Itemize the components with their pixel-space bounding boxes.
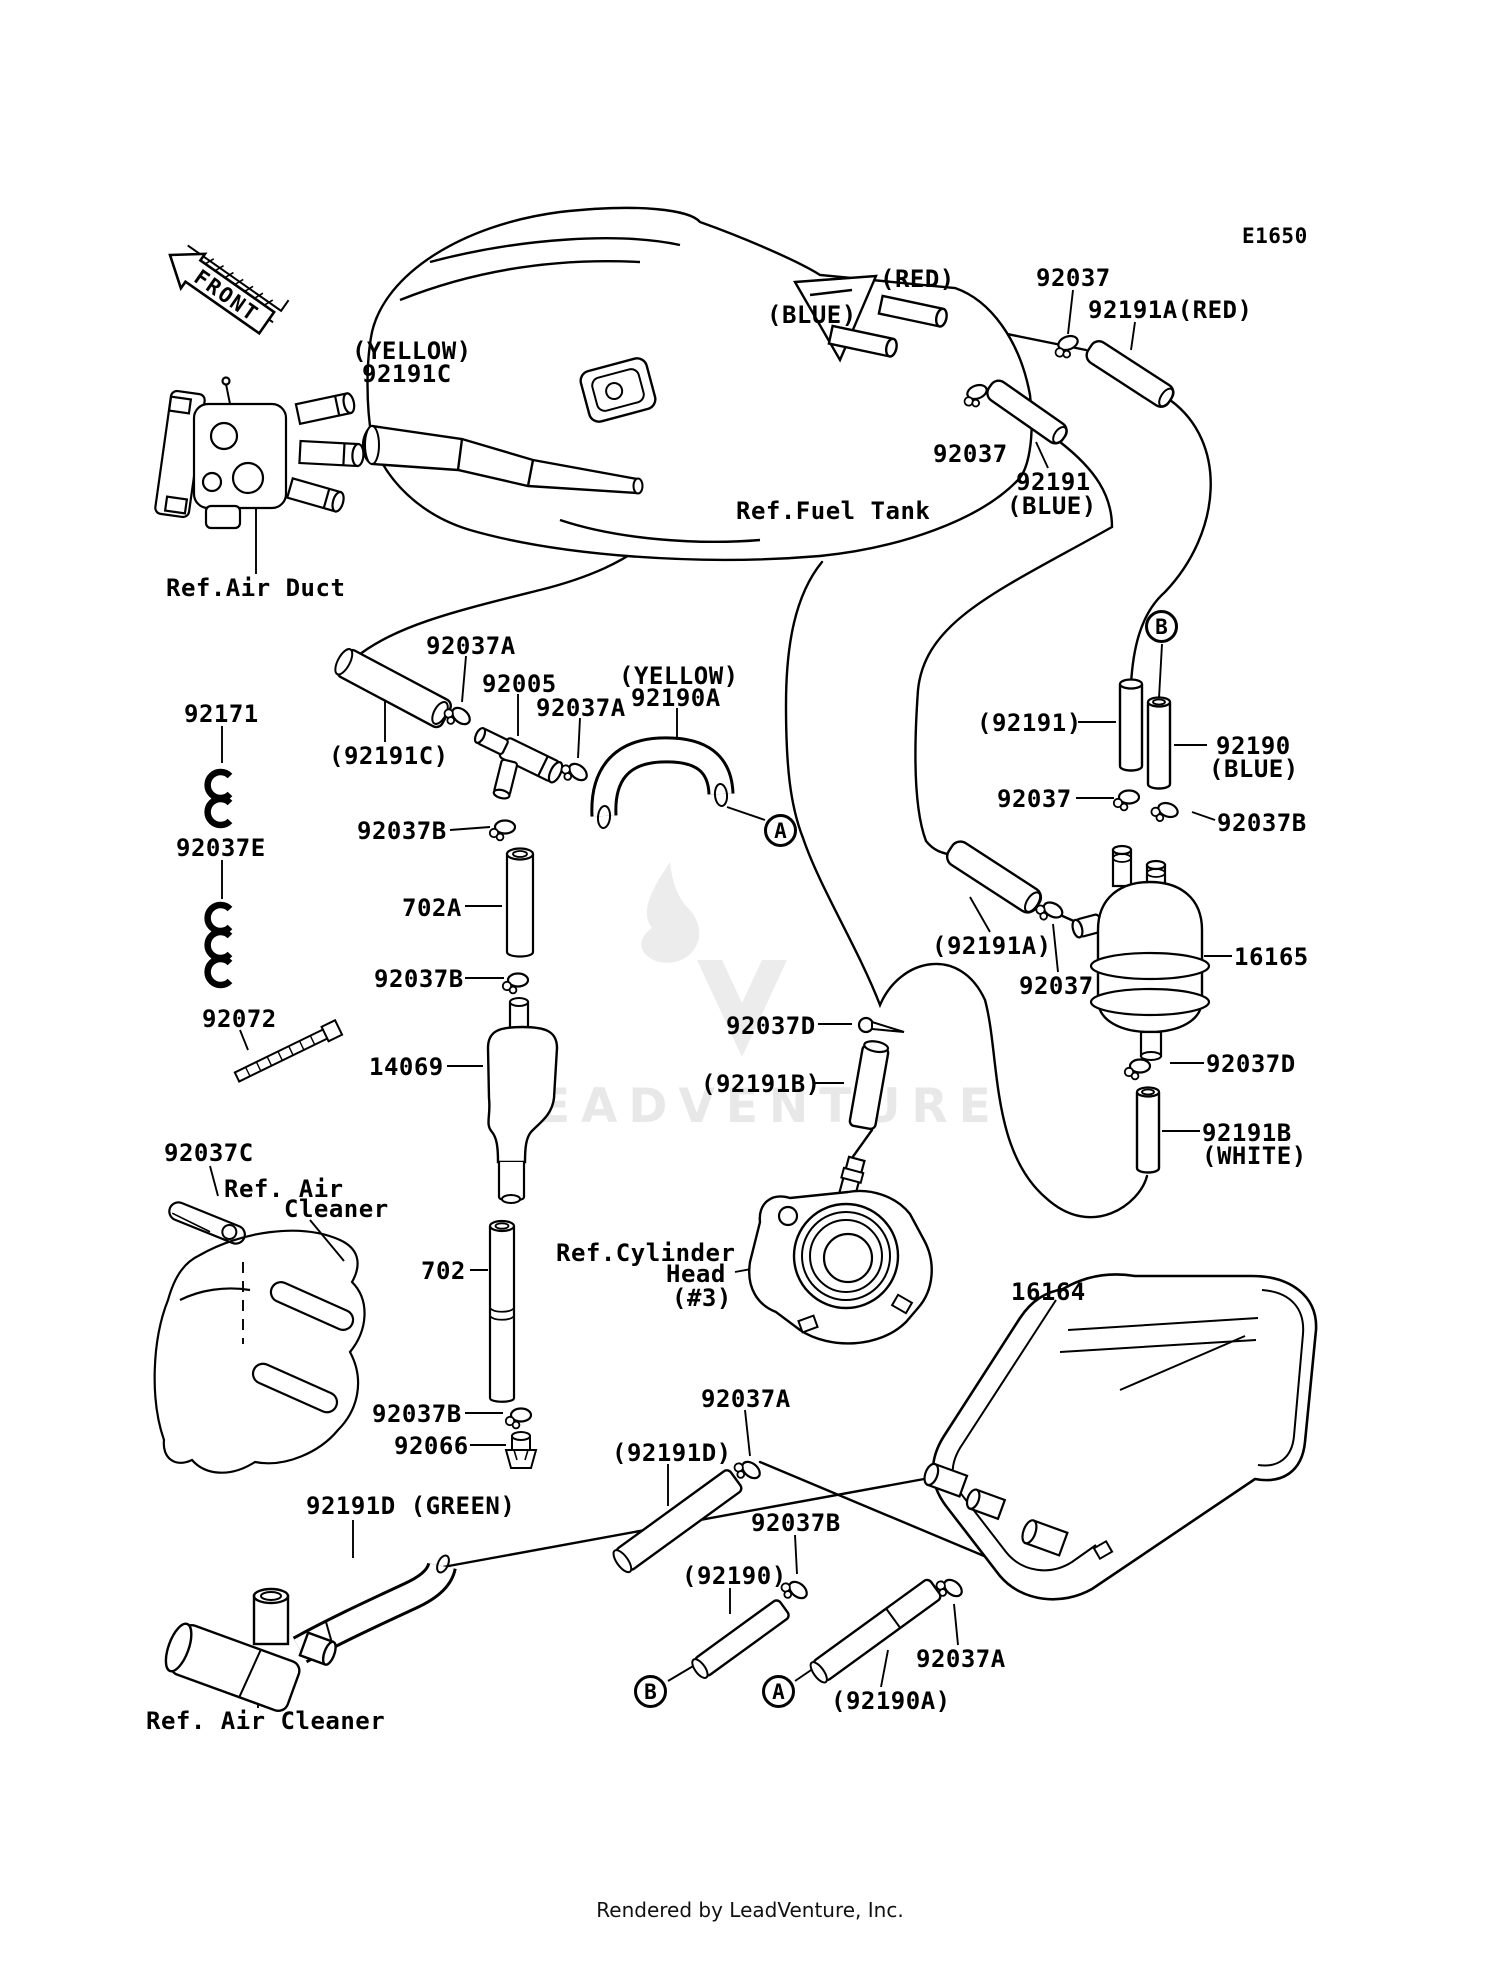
leadventure-watermark-logo: LEADVENTURE [497,862,1002,1134]
tube-92190-paren [691,1599,790,1679]
hose-92191c [361,424,644,495]
clip-92171 [204,768,233,829]
fuel-tank [366,206,1033,562]
fitting-92005 [473,726,564,800]
hose-92191b-white [1135,1086,1161,1174]
leadventure-watermark-text: LEADVENTURE [497,1079,1002,1134]
tube-92191d-paren [612,1469,743,1574]
hose-92191-blue [986,379,1068,445]
hose-92190a [590,736,735,829]
air-cleaner-fitting [164,1554,457,1713]
pin-92037d [857,1016,905,1034]
front-arrow: FRONT [168,244,290,336]
plug-92066 [504,1431,538,1469]
tube-92191-paren [1118,678,1144,772]
tube-702a [505,847,535,958]
hose-92191a-paren [945,840,1043,914]
hose-92191b-paren [848,1040,890,1131]
footer-credit: Rendered by LeadVenture, Inc. [596,1898,904,1922]
strap-92072 [233,1018,344,1083]
tube-92190a-paren [809,1578,942,1684]
air-cleaner-body [153,1229,366,1474]
tube-92191c-paren [334,648,452,729]
filter-14069 [486,997,559,1204]
hose-92191a-red [1085,340,1175,408]
tube-92190-blue [1146,696,1172,790]
tube-702 [488,1219,516,1403]
canister-16164 [923,1273,1318,1601]
air-duct-valve [154,376,365,530]
clip-92037e [204,901,233,989]
canister-16165 [1071,844,1211,1061]
cylinder-head [748,1189,933,1345]
